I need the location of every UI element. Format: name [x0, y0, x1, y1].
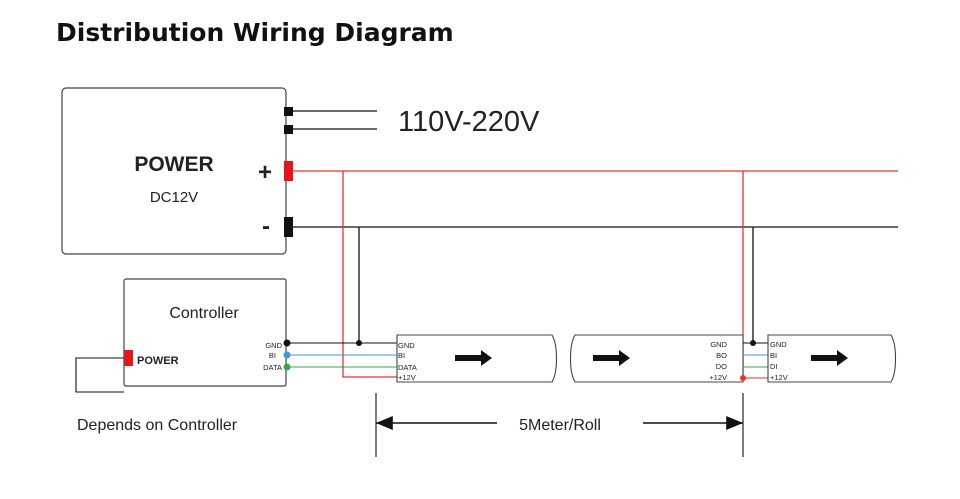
strip-1-direction-arrow — [455, 350, 492, 366]
strip-3-pin-12v: +12V — [770, 373, 788, 382]
power-supply: POWER DC12V + - — [61, 87, 293, 255]
led-strip-1: GND BI DATA +12V — [396, 334, 558, 383]
strip-3-direction-arrow — [811, 350, 848, 366]
controller-pin-gnd: GND — [265, 341, 282, 350]
strip-2-direction-arrow — [593, 350, 630, 366]
strip-1-pin-12v: +12V — [398, 373, 416, 382]
strip-2-pin-do: DO — [716, 362, 727, 371]
controller-power-label: POWER — [137, 355, 179, 367]
gnd-junction — [356, 340, 362, 346]
strip-3-pin-di: DI — [770, 362, 778, 371]
strip-2-pin-bo: BO — [716, 351, 727, 360]
strip-1-pin-gnd: GND — [398, 341, 415, 350]
strip-1-pin-bi: BI — [398, 351, 405, 360]
controller-pin-bi: BI — [269, 351, 276, 360]
strip-3-pin-gnd: GND — [770, 340, 787, 349]
strip-2-pin-12v: +12V — [709, 373, 727, 382]
controller-gnd-port — [283, 339, 291, 347]
led-strip-2: GND BO DO +12V — [569, 334, 744, 383]
page-title: Distribution Wiring Diagram — [56, 18, 454, 47]
controller-label: Controller — [169, 305, 239, 322]
controller-pin-data: DATA — [263, 363, 282, 372]
gnd-junction-2 — [750, 340, 756, 346]
led-strip-3: GND BI DI +12V — [767, 334, 897, 383]
positive-terminal — [284, 161, 293, 181]
positive-junction-2 — [740, 375, 746, 381]
power-supply-label: POWER — [134, 153, 213, 176]
minus-sign: - — [262, 213, 270, 240]
plus-sign: + — [258, 159, 272, 186]
ac-input-label: 110V-220V — [398, 106, 540, 138]
strip-1-pin-data: DATA — [398, 363, 417, 372]
length-label: 5Meter/Roll — [519, 417, 601, 434]
positive-drop-1 — [342, 171, 397, 378]
ac-terminal-2 — [284, 125, 293, 134]
controller: Controller POWER GND BI DATA — [123, 278, 291, 387]
controller-power-wire — [75, 357, 124, 393]
ac-terminal-1 — [284, 107, 293, 116]
strip-2-pin-gnd: GND — [710, 340, 727, 349]
strip-3-pin-bi: BI — [770, 351, 777, 360]
controller-power-terminal — [124, 350, 133, 366]
controller-power-note: Depends on Controller — [77, 417, 238, 434]
controller-data-port — [283, 363, 291, 371]
power-supply-voltage: DC12V — [150, 189, 198, 206]
controller-bi-port — [283, 351, 291, 359]
negative-terminal — [284, 217, 293, 237]
length-dimension: 5Meter/Roll — [375, 393, 744, 457]
